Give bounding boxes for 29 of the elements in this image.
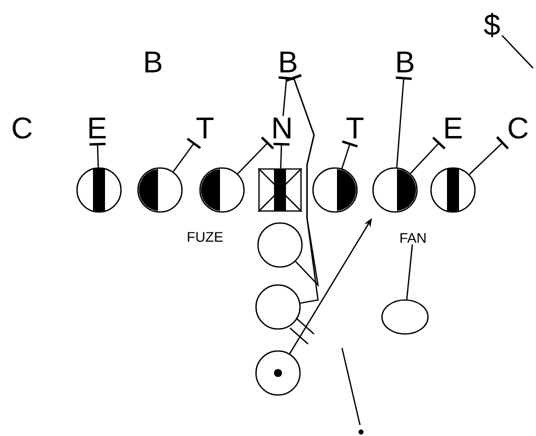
player-letter: E	[445, 118, 462, 138]
player-name: FUZE	[188, 232, 223, 242]
player-circle	[137, 167, 183, 213]
player-letter: $	[484, 12, 500, 38]
player-circle	[76, 167, 122, 213]
player-letter: B	[145, 52, 162, 72]
block-line	[468, 136, 509, 175]
block-line	[90, 142, 106, 168]
player-circle	[372, 167, 418, 213]
player-letter: E	[89, 118, 106, 138]
line	[406, 244, 413, 300]
player-letter: B	[280, 52, 296, 72]
player-letter: C	[508, 117, 528, 139]
player-letter: T	[196, 118, 214, 138]
player-letter: T	[346, 118, 364, 138]
player-circle	[430, 167, 476, 213]
player-circle	[312, 167, 358, 213]
center-square	[258, 168, 302, 212]
player-circle	[255, 284, 301, 330]
player-circle	[199, 167, 245, 213]
block-line	[396, 76, 412, 168]
player-letter: C	[12, 117, 32, 139]
player-letter: B	[397, 52, 414, 72]
player-name: FAN	[400, 233, 426, 243]
player-letter: N	[274, 118, 290, 138]
player-oval	[381, 299, 429, 335]
player-circle	[257, 222, 303, 268]
line	[502, 35, 534, 68]
player-circle	[255, 350, 301, 396]
